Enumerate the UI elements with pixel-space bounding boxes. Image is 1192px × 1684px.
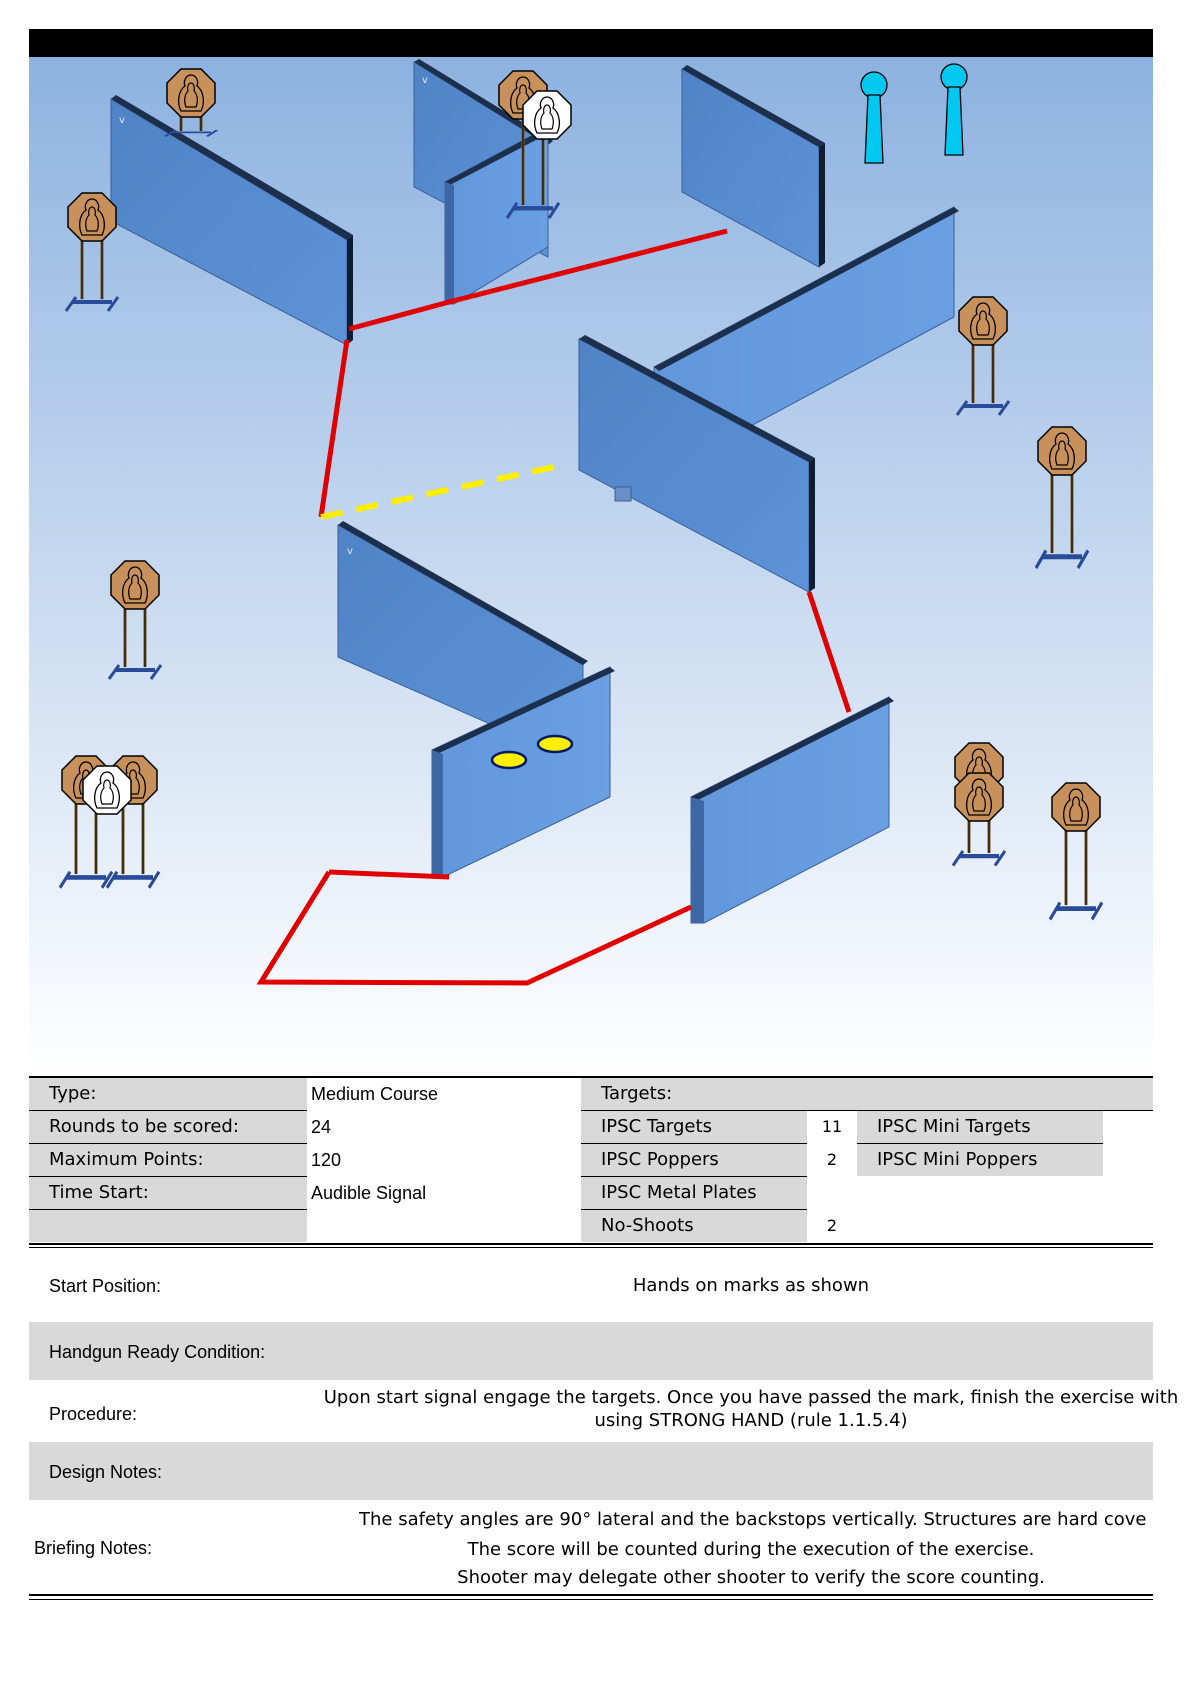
mini-poppers-label: IPSC Mini Poppers (857, 1144, 1103, 1176)
stage-diagram: v v v (29, 57, 1153, 1077)
wall-6 (337, 521, 615, 878)
rounds-label: Rounds to be scored: (29, 1111, 307, 1143)
wall-5 (578, 335, 815, 593)
briefing-notes-row: Briefing Notes: The safety angles are 90… (29, 1502, 1153, 1590)
no-shoots-count: 2 (826, 1216, 838, 1235)
target-10 (954, 772, 1004, 822)
ipsc-poppers-label: IPSC Poppers (581, 1144, 807, 1176)
procedure-label: Procedure: (49, 1404, 138, 1424)
ready-condition-row: Handgun Ready Condition: (29, 1322, 1153, 1380)
ipsc-poppers-count: 2 (826, 1150, 838, 1169)
start-position-text: Hands on marks as shown (632, 1275, 870, 1296)
timestart-label: Time Start: (29, 1177, 307, 1209)
start-position-row: Start Position: Hands on marks as shown (29, 1252, 1153, 1320)
briefing-line-2: The score will be counted during the exe… (467, 1539, 1035, 1560)
procedure-row: Procedure: Upon start signal engage the … (29, 1382, 1178, 1440)
targets-header: Targets: (581, 1078, 1153, 1110)
svg-text:v: v (119, 115, 125, 126)
maxpoints-label: Maximum Points: (29, 1144, 307, 1176)
rounds-value: 24 (311, 1117, 332, 1137)
ipsc-targets-label: IPSC Targets (581, 1111, 807, 1143)
metal-plates-label: IPSC Metal Plates (581, 1177, 807, 1209)
wall-3 (681, 65, 825, 268)
briefing-notes-label: Briefing Notes: (34, 1538, 153, 1558)
svg-text:v: v (422, 75, 428, 86)
start-position-label: Start Position: (49, 1276, 162, 1296)
procedure-line-1: Upon start signal engage the targets. On… (323, 1387, 1179, 1408)
bottom-rule (29, 1594, 1153, 1596)
wall-7 (690, 696, 894, 924)
design-notes-label: Design Notes: (49, 1462, 163, 1482)
mini-targets-label: IPSC Mini Targets (857, 1111, 1103, 1143)
design-notes-row: Design Notes: (29, 1442, 1153, 1500)
briefing-line-3: Shooter may delegate other shooter to ve… (457, 1567, 1045, 1588)
briefing-line-1: The safety angles are 90° lateral and th… (359, 1509, 1147, 1530)
type-value: Medium Course (311, 1084, 439, 1104)
noshoot-1 (522, 90, 572, 140)
ipsc-targets-count: 11 (821, 1117, 843, 1136)
noshoot-2 (82, 765, 132, 815)
empty-label-cell (29, 1210, 307, 1242)
procedure-line-2: using STRONG HAND (rule 1.1.5.4) (594, 1410, 908, 1431)
header-bar (29, 29, 1153, 57)
bottom-rule-thin (29, 1599, 1153, 1600)
type-label: Type: (29, 1078, 307, 1110)
maxpoints-value: 120 (311, 1150, 342, 1170)
no-shoots-label: No-Shoots (581, 1210, 807, 1242)
ready-condition-label: Handgun Ready Condition: (49, 1342, 266, 1362)
svg-text:v: v (347, 546, 353, 557)
timestart-value: Audible Signal (311, 1183, 427, 1203)
